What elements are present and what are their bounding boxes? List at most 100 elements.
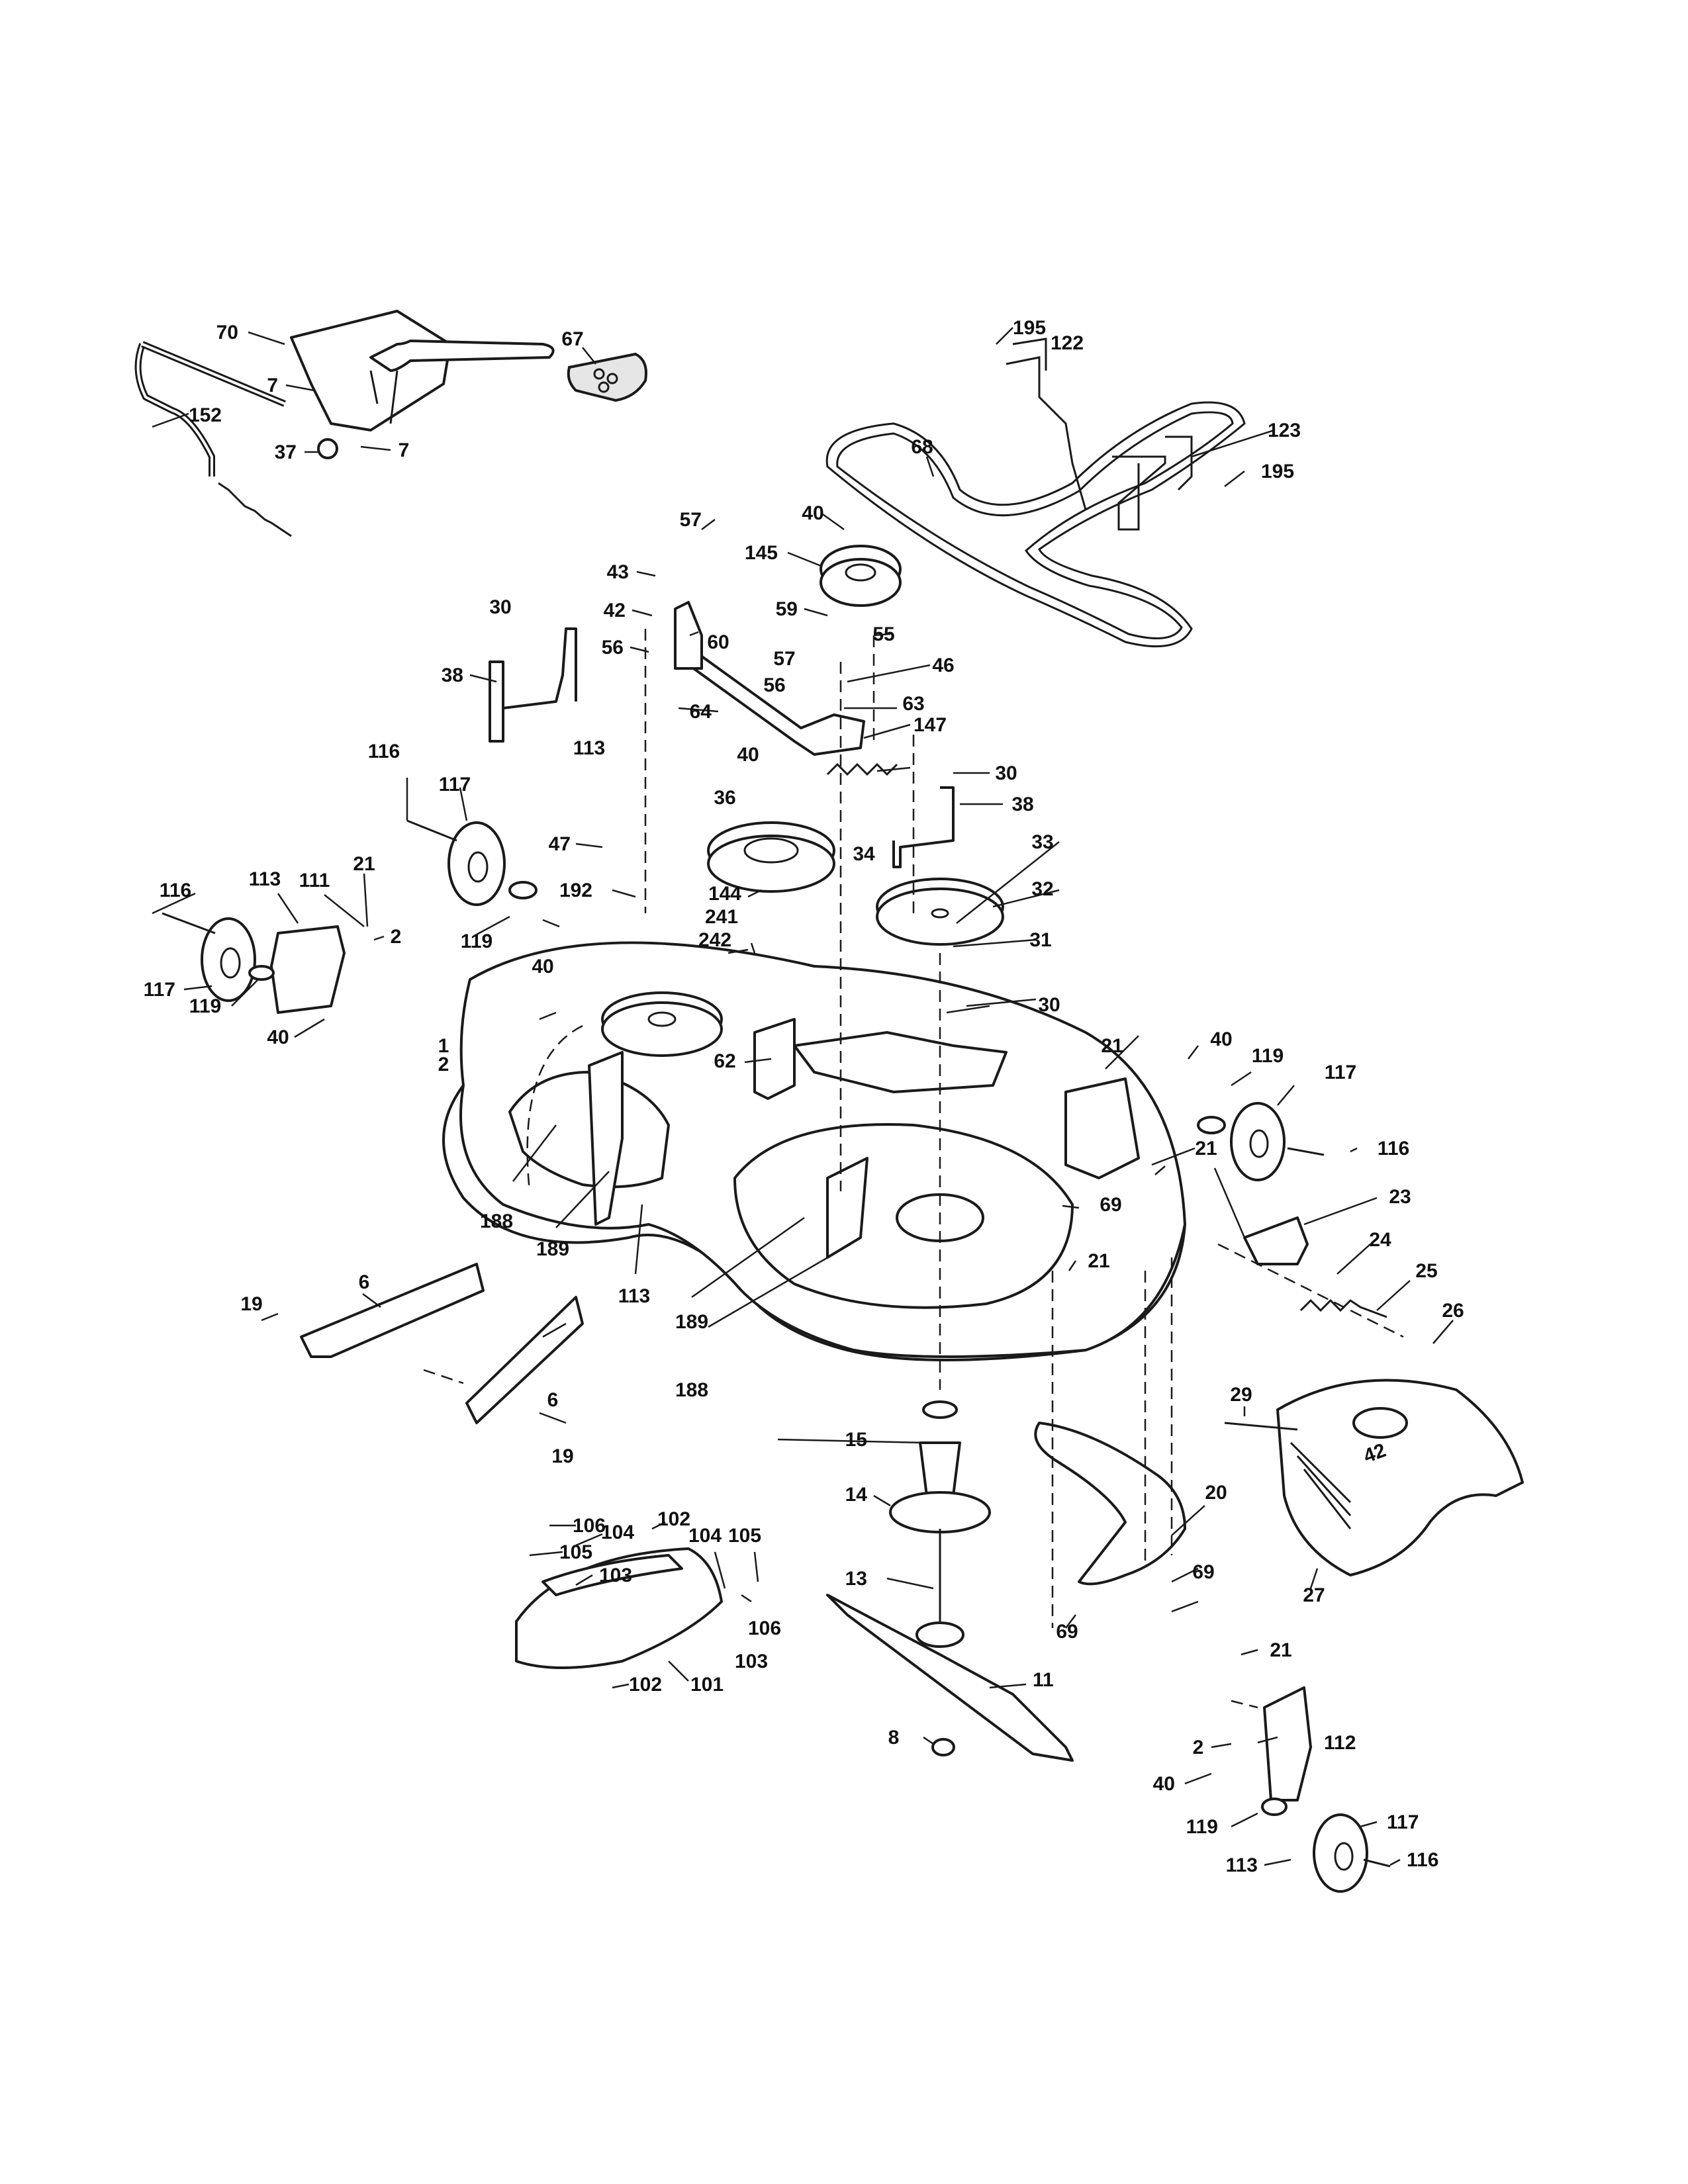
callout-2-deck: 2 <box>438 1054 449 1075</box>
callout-42: 42 <box>604 600 626 621</box>
callout-189-lower: 189 <box>675 1311 708 1333</box>
callout-31: 31 <box>1029 929 1051 951</box>
callout-105-right: 105 <box>728 1525 761 1547</box>
baffle <box>1034 1422 1186 1586</box>
callout-8: 8 <box>888 1727 900 1749</box>
callout-112: 112 <box>1324 1732 1356 1754</box>
callout-117-left: 117 <box>144 979 175 1001</box>
callout-33: 33 <box>1031 831 1053 853</box>
callout-111: 111 <box>299 870 330 891</box>
callout-62: 62 <box>714 1050 735 1072</box>
callout-36: 36 <box>714 787 735 809</box>
callout-56-lower: 56 <box>763 674 785 696</box>
callout-64: 64 <box>690 701 712 723</box>
callout-21-lower-deck: 21 <box>1088 1250 1109 1272</box>
callout-47: 47 <box>549 833 571 855</box>
callout-2-left: 2 <box>391 926 402 948</box>
callout-7-lower: 7 <box>399 439 410 461</box>
callout-242: 242 <box>698 929 731 951</box>
chute-rod <box>1224 1422 1298 1431</box>
callout-119-right: 119 <box>1252 1045 1284 1067</box>
callout-188-left: 188 <box>480 1210 513 1232</box>
blade <box>826 1594 1074 1762</box>
callout-11: 11 <box>1033 1669 1054 1691</box>
callout-241: 241 <box>705 906 738 928</box>
callout-106-lower: 106 <box>748 1617 781 1639</box>
bracket-23 <box>1243 1216 1309 1265</box>
callout-1: 1 <box>438 1035 449 1057</box>
callout-69-upper: 69 <box>1100 1194 1121 1216</box>
callout-21-right: 21 <box>1195 1138 1217 1160</box>
idler-pulley-36 <box>707 821 835 893</box>
callout-116-bottom: 116 <box>1407 1849 1438 1871</box>
callout-103-right: 103 <box>735 1651 768 1672</box>
deck-bracket-mid <box>826 1157 868 1259</box>
callout-40-bottom: 40 <box>1153 1773 1175 1795</box>
callout-116-left: 116 <box>160 880 191 901</box>
callout-40-left: 40 <box>267 1026 289 1048</box>
deck-bracket-left <box>588 1051 624 1226</box>
callout-7-upper: 7 <box>267 375 278 396</box>
callout-55: 55 <box>872 623 894 645</box>
deck-bracket-right <box>1064 1077 1140 1179</box>
parts-layer <box>134 310 1524 1893</box>
idler-pulley-145 <box>820 545 902 607</box>
callout-27: 27 <box>1303 1584 1325 1606</box>
callout-30-lower: 30 <box>1038 994 1060 1016</box>
callout-19-upper: 19 <box>240 1293 262 1315</box>
idler-spring <box>826 762 898 776</box>
callout-40-right: 40 <box>1210 1028 1232 1050</box>
callout-63: 63 <box>902 693 924 715</box>
drive-belt <box>825 401 1246 648</box>
callout-57-upper: 57 <box>680 509 702 531</box>
callout-145: 145 <box>745 542 778 564</box>
callout-30-middle: 30 <box>995 762 1017 784</box>
callout-56-upper: 56 <box>602 637 624 659</box>
callout-13: 13 <box>845 1568 867 1590</box>
gauge-wheel-bottom <box>1261 1686 1391 1893</box>
callout-113-left: 113 <box>249 868 281 890</box>
callout-113-deck: 113 <box>618 1285 650 1307</box>
callout-102-upper: 102 <box>657 1508 690 1530</box>
callout-29: 29 <box>1230 1384 1252 1406</box>
callout-192: 192 <box>559 880 592 901</box>
callout-34: 34 <box>853 843 875 865</box>
callout-32: 32 <box>1031 878 1053 900</box>
gauge-wheel-upper <box>406 819 538 906</box>
idler-arm <box>674 601 865 756</box>
deck-hanger-left <box>489 627 577 743</box>
deck-pulley-left <box>601 991 723 1057</box>
callout-25: 25 <box>1415 1260 1437 1282</box>
mulch-cover <box>515 1547 723 1669</box>
callout-113-bottom: 113 <box>1226 1854 1258 1876</box>
callout-119-bottom: 119 <box>1186 1816 1218 1838</box>
callout-60: 60 <box>707 631 729 653</box>
callout-labels: 70 67 7 7 152 37 195 122 123 195 68 40 1… <box>144 317 1464 1876</box>
spindle-assembly <box>889 1400 991 1648</box>
callout-101: 101 <box>690 1674 724 1696</box>
callout-15: 15 <box>845 1429 867 1451</box>
callout-105-left: 105 <box>559 1541 592 1563</box>
stabilizer-bar-upper <box>300 1263 485 1358</box>
callout-6-lower: 6 <box>547 1389 559 1411</box>
callout-117-right: 117 <box>1325 1062 1356 1083</box>
callout-116-right: 116 <box>1378 1138 1409 1160</box>
callout-188-lower: 188 <box>675 1379 708 1401</box>
callout-104-right: 104 <box>688 1525 722 1547</box>
callout-38-left: 38 <box>442 664 463 686</box>
callout-122: 122 <box>1051 332 1084 354</box>
callout-59: 59 <box>776 598 798 620</box>
callout-152: 152 <box>189 404 222 426</box>
lift-handle-grip <box>567 352 647 402</box>
callout-37: 37 <box>275 441 297 463</box>
callout-26: 26 <box>1442 1300 1464 1322</box>
callout-38-right: 38 <box>1011 794 1033 815</box>
callout-69-right: 69 <box>1192 1561 1214 1583</box>
belt-guides <box>1006 338 1193 531</box>
callout-123: 123 <box>1268 420 1301 441</box>
gauge-wheel-left <box>162 912 346 1014</box>
callout-119-left: 119 <box>189 995 221 1017</box>
callout-189-left: 189 <box>536 1238 569 1260</box>
clutch-cable <box>134 341 292 537</box>
